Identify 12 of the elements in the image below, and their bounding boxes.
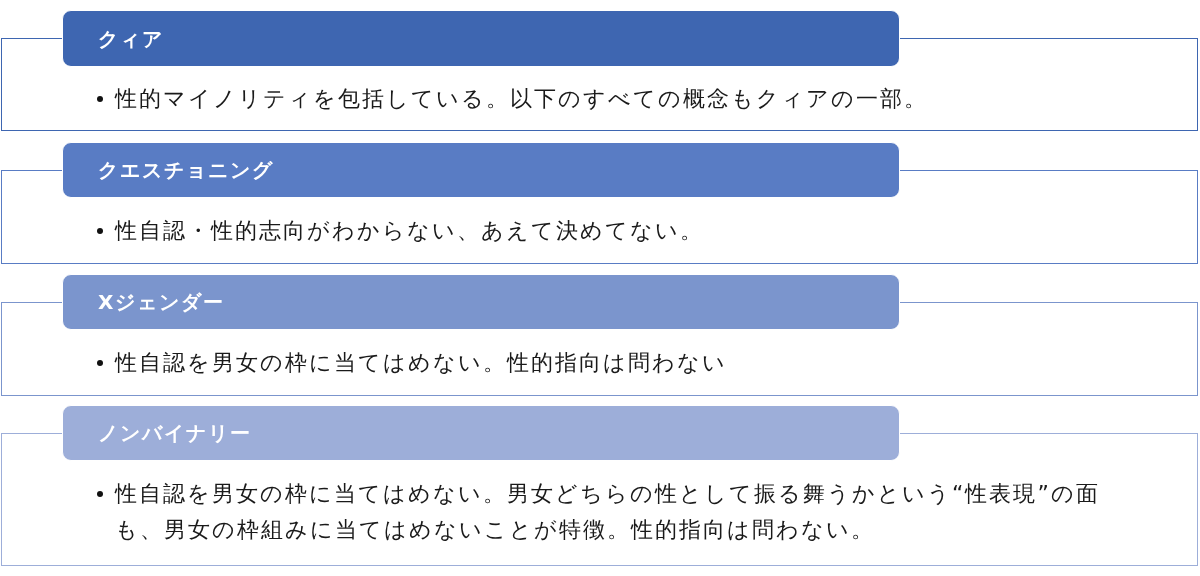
heading-title: ノンバイナリー: [98, 421, 252, 445]
description-text: 性自認・性的志向がわからない、あえて決めてない。: [115, 217, 705, 245]
description-text: 性的マイノリティを包括している。以下のすべての概念もクィアの一部。: [115, 85, 929, 113]
heading-title: Xジェンダー: [98, 290, 226, 314]
heading-tab: [62, 10, 900, 67]
heading-tab: [62, 274, 900, 330]
heading-title: クィア: [98, 26, 164, 51]
heading-tab: [62, 142, 900, 198]
heading-title: クエスチョニング: [98, 158, 274, 182]
description-text: 性自認を男女の枠に当てはめない。男女どちらの性として振る舞うかという“性表現”の面も、男女の枠組みに当てはめないことが特徴。性的指向は問わない。: [115, 480, 1101, 544]
heading-tab: [62, 405, 900, 461]
description-text: 性自認を男女の枠に当てはめない。性的指向は問わない: [115, 349, 728, 377]
